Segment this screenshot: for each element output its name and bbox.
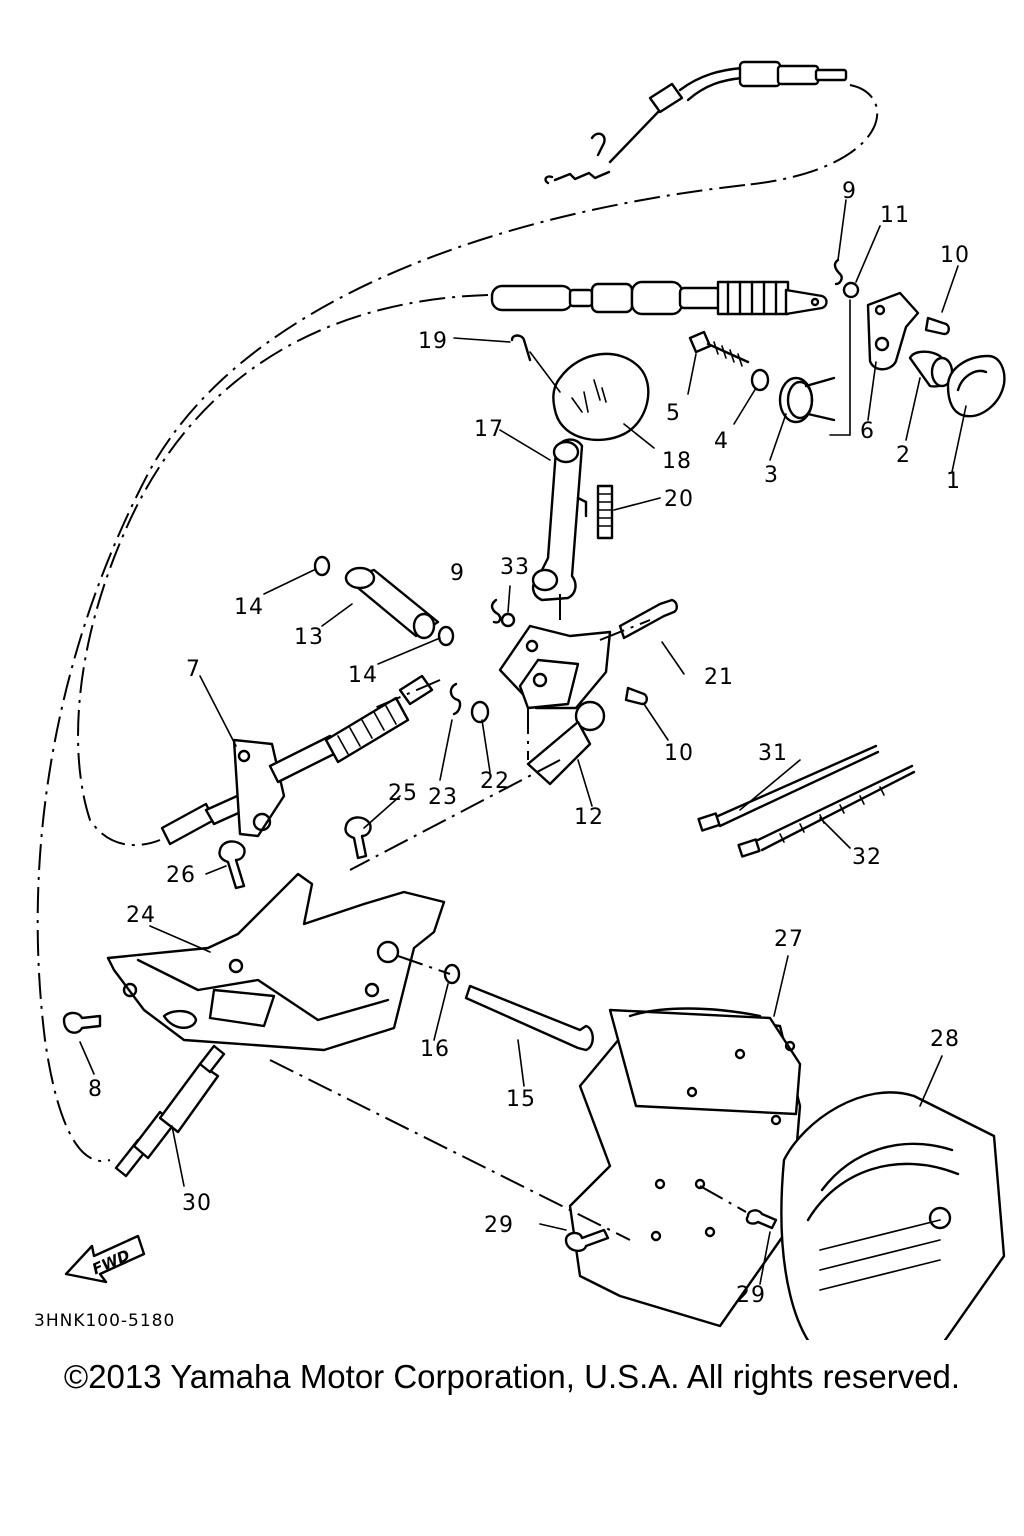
callout-29-right: 29 — [736, 1283, 766, 1308]
part-3-spring — [778, 376, 836, 424]
callout-26: 26 — [166, 863, 196, 888]
diagram-part-code: 3HNK100-5180 — [34, 1311, 175, 1331]
part-19-screw — [510, 334, 532, 362]
callout-21: 21 — [704, 665, 734, 690]
part-17-lever — [531, 438, 584, 602]
part-33-washer — [500, 612, 516, 628]
part-22-washer — [470, 700, 490, 724]
part-28-outer-cover — [780, 1091, 1006, 1340]
part-26-bolt — [218, 840, 246, 890]
part-5-bolt — [688, 330, 750, 364]
callout-30: 30 — [182, 1191, 212, 1216]
callout-31: 31 — [758, 741, 788, 766]
exploded-parts-diagram: 1 2 3 4 5 6 7 8 9 9 10 10 11 12 13 14 14… — [34, 60, 1006, 1340]
part-30-cable-end — [114, 1044, 226, 1178]
callout-6: 6 — [860, 419, 875, 444]
part-20-spring — [596, 484, 614, 540]
callout-15: 15 — [506, 1087, 536, 1112]
callout-18: 18 — [662, 449, 692, 474]
part-9-clip-mid — [490, 598, 502, 624]
part-10-pin-top — [924, 316, 950, 336]
callout-16: 16 — [420, 1037, 450, 1062]
part-27-cover — [568, 1007, 802, 1328]
part-12-lever-base — [498, 624, 612, 786]
part-29-bolt-right — [745, 1209, 778, 1230]
part-1-cap — [946, 354, 1006, 418]
callout-19: 19 — [418, 329, 448, 354]
leader-bracket — [829, 299, 851, 436]
callout-32: 32 — [852, 845, 882, 870]
part-32-cable-tie — [737, 764, 916, 858]
callout-27: 27 — [774, 927, 804, 952]
callout-7: 7 — [186, 657, 201, 682]
callout-10-top: 10 — [940, 243, 970, 268]
callout-14-lower: 14 — [348, 663, 378, 688]
callout-29-left: 29 — [484, 1213, 514, 1238]
callout-12: 12 — [574, 805, 604, 830]
callout-23: 23 — [428, 785, 458, 810]
callout-17: 17 — [474, 417, 504, 442]
callout-5: 5 — [666, 401, 681, 426]
callout-24: 24 — [126, 903, 156, 928]
part-16-washer — [443, 963, 461, 985]
callout-8: 8 — [88, 1077, 103, 1102]
callout-1: 1 — [946, 469, 961, 494]
part-25-bolt — [344, 816, 372, 860]
part-11-washer — [842, 281, 860, 299]
part-15-long-bolt — [464, 984, 594, 1052]
fwd-arrow: FWD — [64, 1234, 146, 1284]
throttle-cable-top — [544, 60, 848, 185]
part-13-collar — [344, 566, 440, 640]
callout-9-top: 9 — [842, 179, 857, 204]
part-21-pin — [618, 598, 678, 640]
callout-28: 28 — [930, 1027, 960, 1052]
callout-33: 33 — [500, 555, 530, 580]
callout-20: 20 — [664, 487, 694, 512]
callout-4: 4 — [714, 429, 729, 454]
callout-2: 2 — [896, 443, 911, 468]
cable-route-line-outer — [36, 184, 746, 1163]
callout-13: 13 — [294, 625, 324, 650]
part-4-washer — [750, 368, 770, 392]
shift-cable-upper — [490, 280, 828, 316]
callout-3: 3 — [764, 463, 779, 488]
callout-9-mid: 9 — [450, 561, 465, 586]
part-8-bolt — [62, 1011, 102, 1034]
part-29-bolt-left — [564, 1228, 610, 1252]
callout-11: 11 — [880, 203, 910, 228]
assembly-axes — [269, 594, 747, 1241]
callout-25: 25 — [388, 781, 418, 806]
part-7-shift-cable — [160, 674, 434, 846]
copyright-notice: ©2013 Yamaha Motor Corporation, U.S.A. A… — [63, 1358, 961, 1395]
callout-22: 22 — [480, 769, 510, 794]
part-24-bracket — [106, 872, 446, 1052]
part-18-knob — [552, 352, 650, 442]
part-23-cotter — [449, 682, 462, 716]
callout-10-mid: 10 — [664, 741, 694, 766]
leader-lines — [79, 199, 967, 1285]
part-31-cable-tie — [697, 744, 880, 832]
part-10-pin-mid — [624, 686, 648, 706]
part-14-oring-lower — [437, 625, 455, 647]
callout-14-upper: 14 — [234, 595, 264, 620]
part-14-oring-upper — [313, 555, 331, 577]
part-9-clip-top — [833, 258, 843, 286]
cable-route-line-top — [744, 84, 879, 186]
